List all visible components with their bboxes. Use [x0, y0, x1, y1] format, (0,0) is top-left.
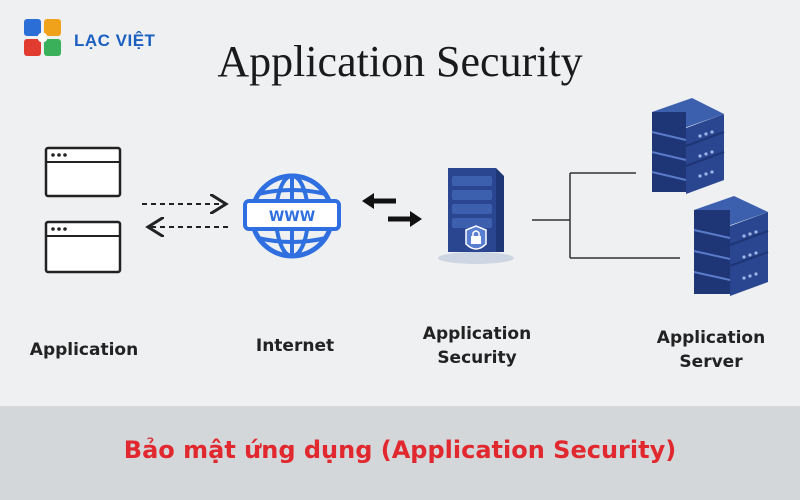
server-stack-icon: [651, 98, 725, 194]
exchange-arrows-icon: [362, 193, 422, 227]
server-connector-lines: [532, 172, 680, 259]
server-label-line1: Application: [656, 328, 766, 348]
caption-band: [0, 406, 800, 500]
caption-text: Bảo mật ứng dụng (Application Security): [123, 436, 677, 464]
lac-viet-logo: [22, 16, 172, 60]
security-label-line2: Security: [437, 348, 517, 368]
www-badge-text: WWW: [269, 209, 315, 225]
browser-window-icon: [44, 146, 122, 198]
application-security-label: Application Security: [402, 322, 552, 370]
logo-text: LẠC VIỆT: [74, 31, 156, 50]
dashed-exchange-arrows: [142, 204, 228, 227]
application-label: Application: [29, 340, 139, 360]
security-server-lock-icon: [438, 168, 514, 264]
logo-squares-icon: [24, 19, 61, 56]
page-title: Application Security: [217, 37, 583, 86]
globe-www-icon: [243, 173, 341, 259]
security-label-line1: Application: [422, 324, 532, 344]
browser-window-icon: [44, 220, 122, 274]
server-stack-icon: [693, 196, 769, 296]
internet-label: Internet: [255, 336, 335, 356]
server-label-line2: Server: [679, 352, 743, 372]
application-server-label: Application Server: [636, 326, 786, 374]
